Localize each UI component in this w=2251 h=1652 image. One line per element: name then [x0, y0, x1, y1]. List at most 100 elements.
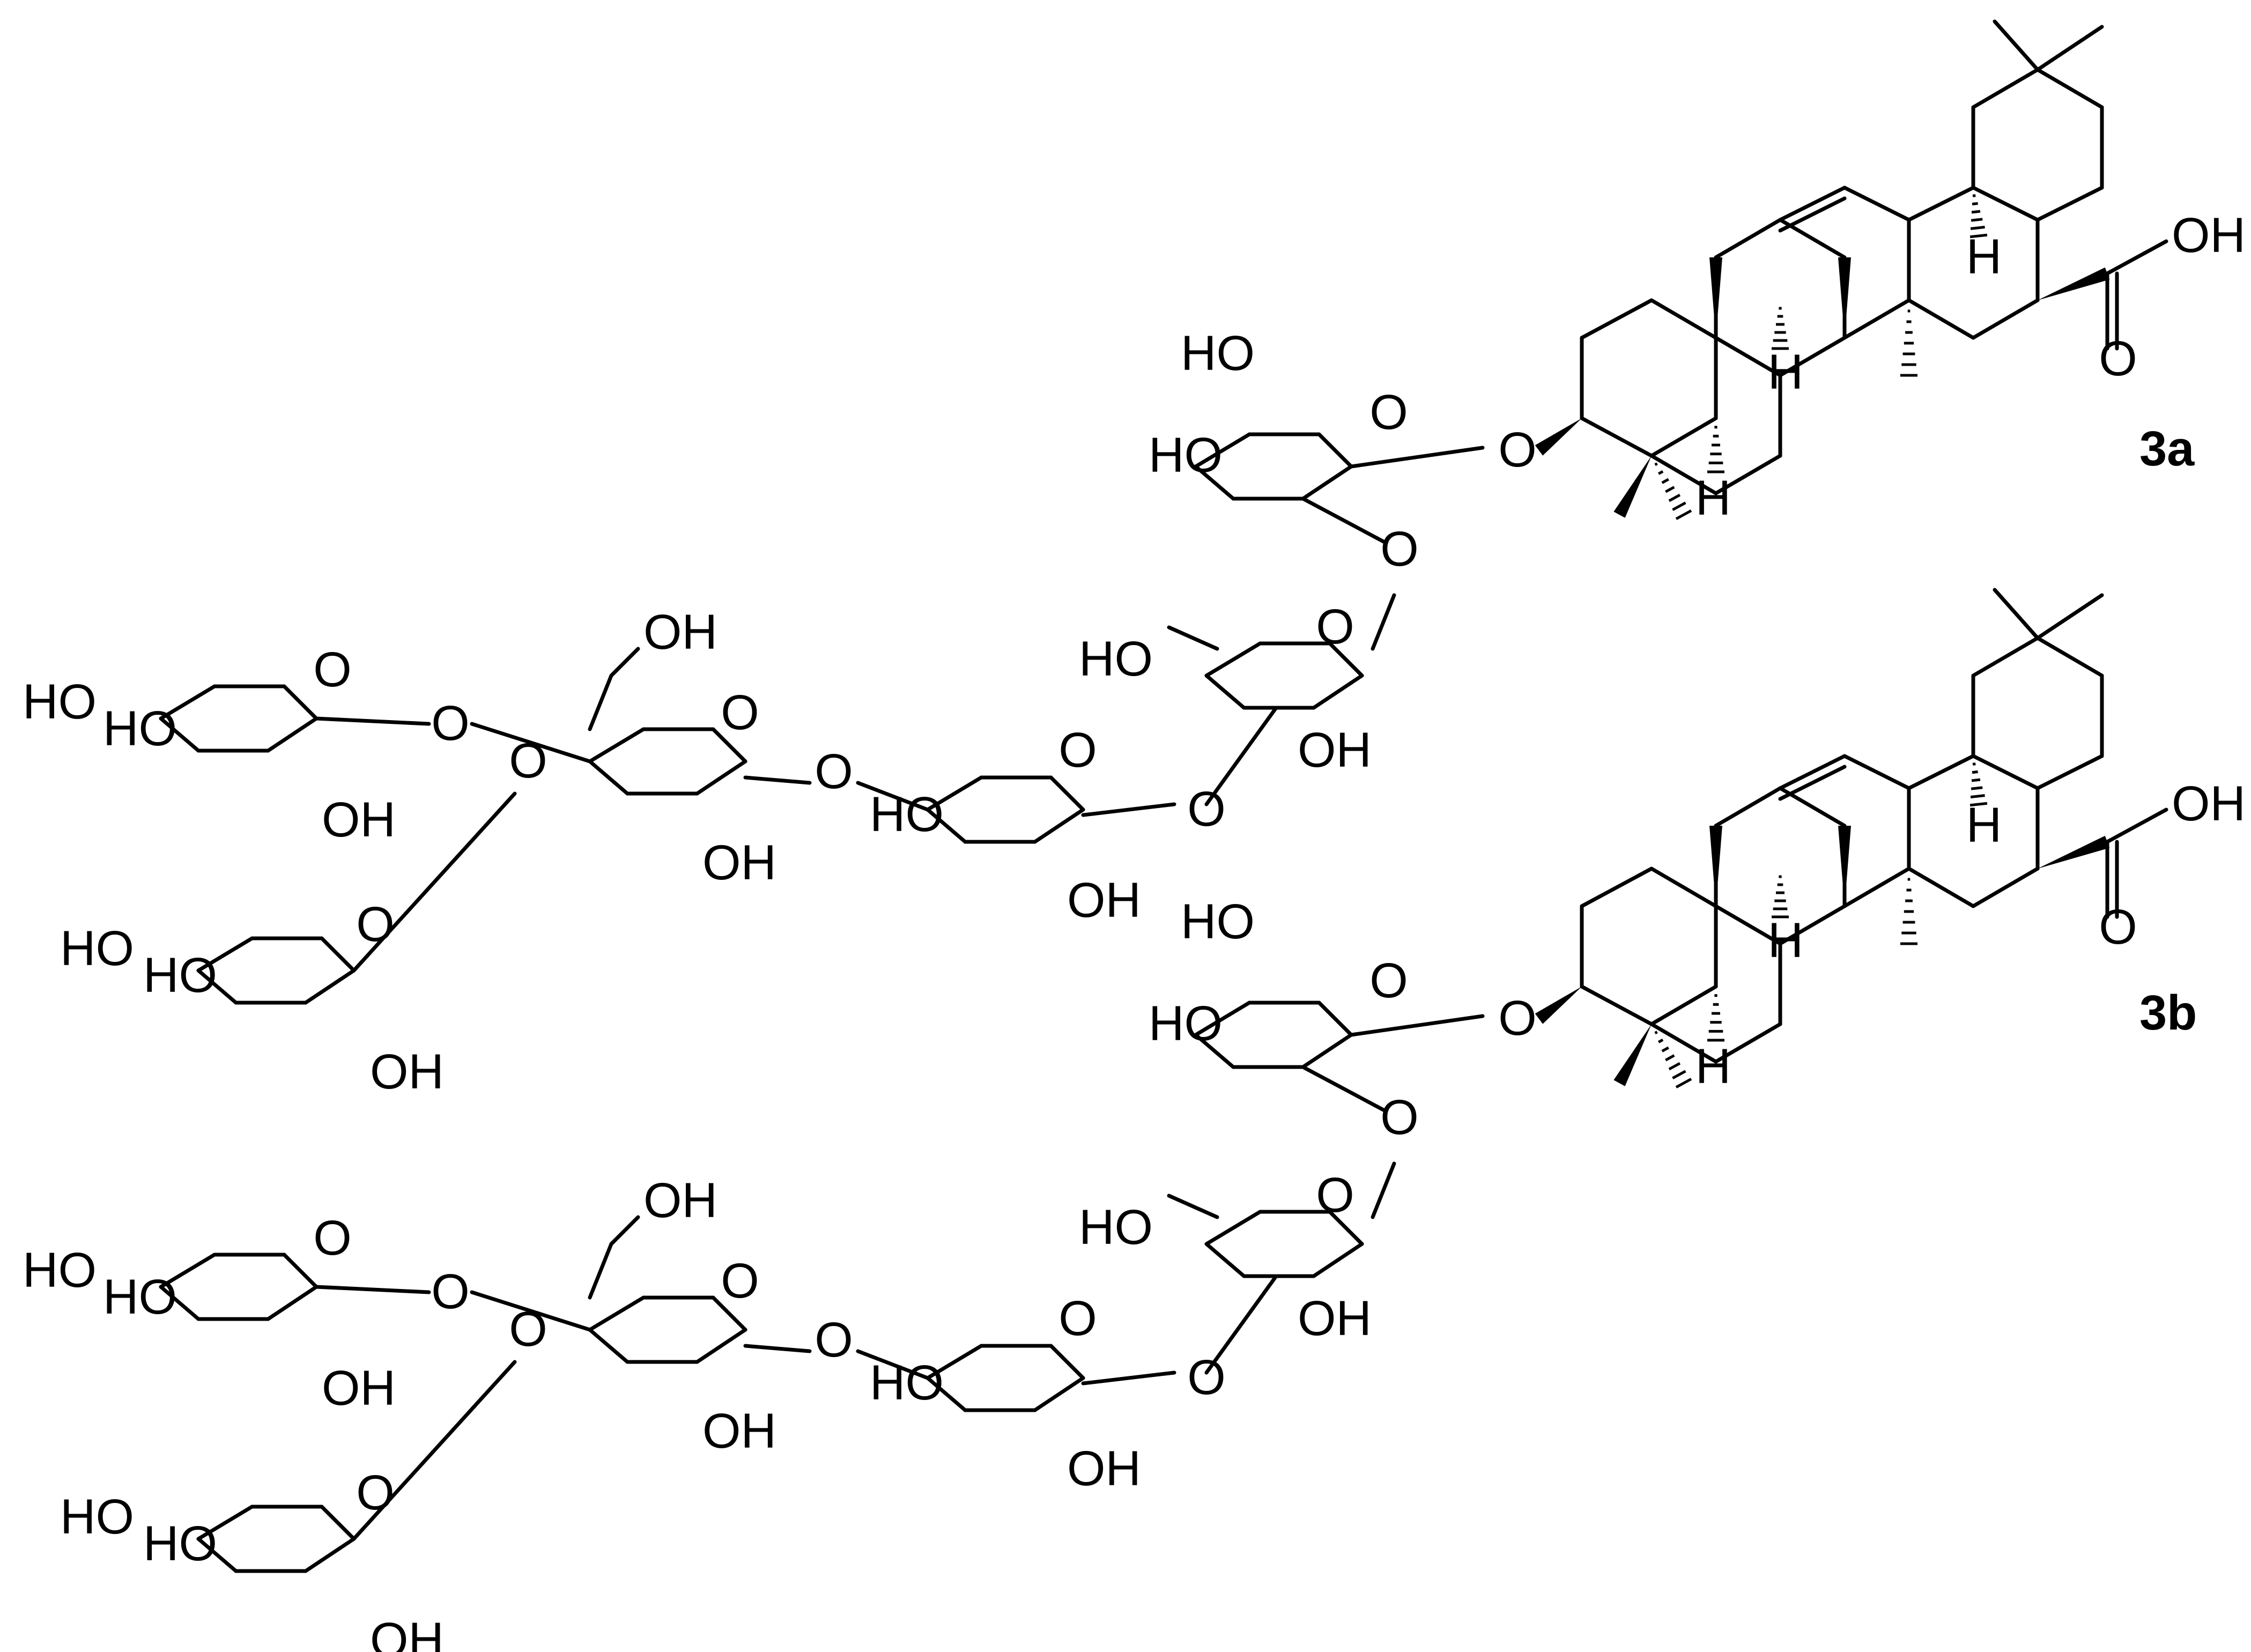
hydroxyl-label: OH: [1067, 873, 1141, 928]
bond: [196, 1537, 238, 1573]
oxygen-label: O: [721, 685, 759, 740]
hydrogen-label: H: [1966, 798, 2002, 853]
bond: [2035, 593, 2104, 640]
bond: [303, 1537, 356, 1573]
bond: [588, 1215, 640, 1300]
bond: [1328, 1210, 1364, 1246]
wedge-bond: [1709, 257, 1722, 338]
bond: [1371, 1161, 1396, 1219]
bond: [1714, 218, 1782, 260]
oxygen-label: O: [1369, 385, 1408, 440]
bond: [2105, 239, 2168, 276]
hydroxyl-label: HO: [1149, 428, 1223, 483]
wedge-bond: [1838, 257, 1851, 338]
bond: [1301, 1033, 1353, 1069]
bond: [2105, 808, 2168, 844]
bond: [1204, 673, 1246, 710]
bond: [1778, 186, 1847, 222]
bond: [2035, 68, 2104, 109]
hydroxyl-label: HO: [870, 787, 944, 842]
bond: [925, 1376, 967, 1412]
bond: [1301, 464, 1353, 501]
bond: [159, 716, 201, 753]
bond: [282, 1253, 319, 1289]
bond: [856, 781, 930, 812]
wedge-bond: [2038, 835, 2110, 869]
hydroxyl-label: HO: [103, 1270, 177, 1324]
bond: [711, 727, 747, 764]
hydrogen-label: H: [1768, 913, 1803, 968]
bond: [1778, 754, 1847, 790]
bond: [2035, 186, 2104, 222]
hydroxyl-label: OH: [322, 792, 396, 847]
oxygen-label: O: [814, 1313, 853, 1367]
bond: [1081, 1371, 1176, 1386]
hydroxyl-label: HO: [1079, 632, 1153, 686]
oxygen-label: O: [356, 897, 395, 952]
oxygen-label: O: [1498, 423, 1537, 477]
bond: [196, 1505, 254, 1541]
hydroxyl-label: HO: [1181, 894, 1255, 949]
bond: [1033, 1376, 1085, 1412]
oxygen-label: O: [1380, 522, 1419, 576]
bond: [352, 1360, 517, 1541]
bond: [1907, 866, 1975, 908]
bond: [314, 1285, 431, 1294]
hydroxyl-label: HO: [60, 921, 134, 976]
bond: [1312, 1242, 1364, 1278]
hashed-bond: [1654, 462, 1658, 466]
bond: [1301, 1065, 1386, 1112]
bond: [695, 1328, 747, 1364]
hydroxyl-label: OH: [2172, 208, 2246, 263]
hydroxyl-label: HO: [143, 948, 217, 1003]
bond: [1204, 1274, 1278, 1375]
bond: [1580, 866, 1654, 908]
oxygen-label: O: [1380, 1090, 1419, 1145]
bond: [266, 1285, 319, 1321]
hashed-bond: [1665, 486, 1675, 493]
bond: [196, 968, 238, 1005]
oxygen-label: O: [356, 1465, 395, 1520]
bond: [1081, 802, 1176, 817]
bond: [2035, 754, 2104, 790]
hydroxyl-label: OH: [702, 835, 776, 890]
bond: [1714, 336, 1782, 377]
bond: [1778, 765, 1847, 801]
bond: [925, 1344, 983, 1380]
hashed-bond: [1675, 509, 1692, 520]
bond: [1778, 904, 1847, 946]
bond: [470, 722, 592, 764]
hashed-bond: [1657, 1039, 1664, 1043]
bond: [196, 936, 254, 973]
bond: [1194, 432, 1252, 469]
compound-label-3b: 3b: [2139, 986, 2197, 1040]
oxygen-label: O: [431, 696, 470, 751]
hashed-bond: [1668, 493, 1681, 502]
bond: [159, 684, 217, 721]
bond: [1049, 1344, 1085, 1380]
oxygen-label: O: [1187, 1350, 1226, 1405]
bond: [1317, 432, 1353, 469]
hydroxyl-label: OH: [2172, 776, 2246, 831]
bond: [1971, 754, 2040, 790]
bond: [320, 1505, 356, 1541]
hashed-bond: [1969, 802, 1988, 807]
wedge-bond: [1535, 987, 1582, 1024]
bond: [1194, 464, 1235, 501]
hashed-bond: [1971, 778, 1981, 782]
oxygen-label: O: [1058, 723, 1097, 777]
oxygen-label: O: [431, 1264, 470, 1319]
bond: [1971, 298, 2040, 340]
bond: [1649, 866, 1718, 908]
bond: [1194, 1033, 1235, 1069]
oxygen-label: O: [2099, 900, 2137, 954]
bond: [1580, 984, 1654, 1026]
hydroxyl-label: HO: [1181, 326, 1255, 381]
bond: [282, 684, 319, 721]
bond: [1580, 416, 1654, 458]
hydroxyl-label: OH: [702, 1404, 776, 1458]
bond: [588, 759, 630, 796]
bond: [266, 716, 319, 753]
hydroxyl-label: OH: [370, 1044, 444, 1099]
